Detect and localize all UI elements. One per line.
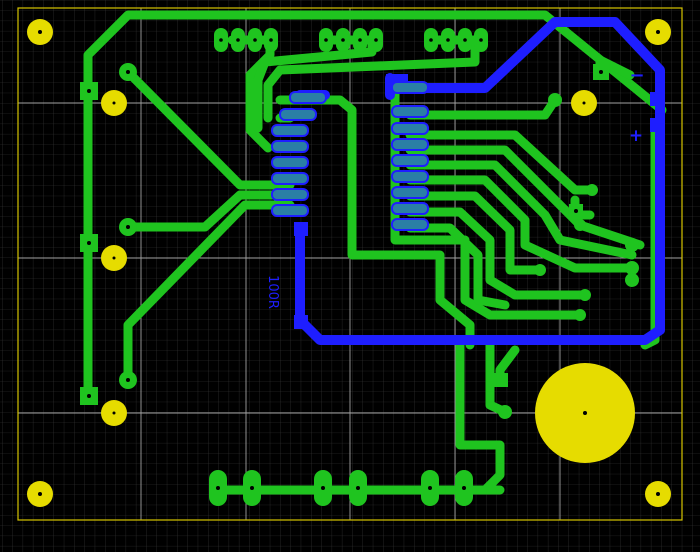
smd-pads-left[interactable]: [271, 91, 327, 217]
mounting-hole-centers: [38, 30, 660, 496]
smd-pads-right[interactable]: [391, 81, 429, 231]
top-pads[interactable]: [294, 74, 664, 329]
polarity-minus-label: −: [629, 65, 644, 86]
resistor-label: 100R: [265, 275, 280, 309]
board-outline: [17, 7, 683, 521]
pad-holes: [87, 38, 603, 490]
polarity-plus-label: +: [629, 126, 643, 146]
